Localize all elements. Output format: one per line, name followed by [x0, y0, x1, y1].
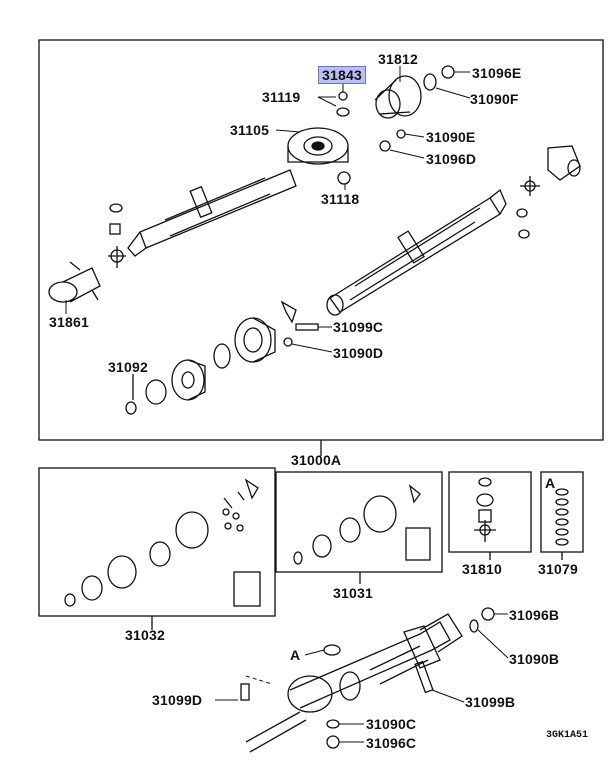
part-label-31810[interactable]: 31810	[462, 561, 502, 577]
snap-ring-right-2	[518, 229, 530, 239]
part-label-31090C[interactable]: 31090C	[366, 716, 417, 732]
bolt-31118	[337, 171, 351, 185]
bearing-cup-left	[109, 223, 121, 235]
boot-clamp	[213, 343, 231, 369]
gasket	[145, 379, 167, 405]
washer-31090C	[326, 719, 340, 729]
part-label-31096D[interactable]: 31096D	[426, 151, 477, 167]
part-label-31031[interactable]: 31031	[333, 585, 373, 601]
kit-31079-contents	[555, 488, 569, 546]
part-label-31861[interactable]: 31861	[49, 314, 89, 330]
leader-lines	[65, 66, 509, 743]
nut-31096E	[441, 65, 455, 79]
part-label-31090F[interactable]: 31090F	[470, 91, 519, 107]
part-label-31812[interactable]: 31812	[378, 51, 418, 67]
washer-31090E	[396, 129, 406, 139]
kit-frame-31031	[275, 471, 443, 573]
bolt-31099B	[414, 660, 434, 694]
spider-right	[520, 176, 540, 196]
part-label-31032[interactable]: 31032	[125, 627, 165, 643]
front-propeller-shaft	[127, 169, 297, 257]
nut-31119	[336, 107, 350, 117]
cv-joint-inner-31092	[171, 359, 206, 401]
spider-hub-left	[110, 249, 124, 263]
part-label-31096C[interactable]: 31096C	[366, 735, 417, 751]
flange-yoke-31812	[374, 75, 422, 119]
part-label-31096B[interactable]: 31096B	[509, 607, 560, 623]
snap-ring-right-1	[516, 208, 528, 218]
part-label-31119[interactable]: 31119	[262, 89, 301, 105]
washer-31090B	[469, 619, 479, 633]
part-label-31843[interactable]: 31843	[318, 66, 366, 84]
nut-31096D	[379, 140, 391, 152]
yoke-right	[547, 145, 581, 181]
figure-code: 3GK1A51	[546, 730, 589, 741]
washer-31843	[338, 91, 348, 101]
part-label-31118[interactable]: 31118	[321, 191, 360, 207]
kit-31032-contents	[64, 478, 261, 607]
part-label-31099C[interactable]: 31099C	[333, 319, 384, 335]
clip-31099	[280, 300, 297, 324]
nut-31096B	[481, 607, 495, 621]
washer-31090D	[283, 337, 293, 347]
ref-marker-A: A	[290, 647, 301, 663]
kit-frame-31032	[38, 467, 276, 617]
center-bearing-31105	[287, 127, 349, 165]
spider-hub-right	[524, 180, 536, 192]
universal-joint-31861	[48, 261, 101, 303]
washer-A	[323, 644, 341, 656]
part-label-31000A[interactable]: 31000A	[291, 452, 342, 468]
snap-ring-31092	[125, 401, 137, 415]
part-label-31090D[interactable]: 31090D	[333, 345, 384, 361]
part-label-31079[interactable]: 31079	[538, 561, 578, 577]
kit-marker-A: A	[545, 475, 556, 491]
kit-31810-contents	[474, 477, 496, 542]
part-label-31096E[interactable]: 31096E	[472, 65, 522, 81]
bolt-31099D	[240, 683, 250, 701]
part-label-31099D[interactable]: 31099D	[152, 692, 203, 708]
part-label-31092[interactable]: 31092	[108, 359, 148, 375]
part-label-31099B[interactable]: 31099B	[465, 694, 516, 710]
part-label-31090B[interactable]: 31090B	[509, 651, 560, 667]
kit-31031-contents	[293, 484, 431, 565]
snap-ring-left-1	[109, 203, 123, 213]
part-label-31105[interactable]: 31105	[230, 122, 270, 138]
part-label-31090E[interactable]: 31090E	[426, 129, 476, 145]
bolt-31099C	[295, 323, 319, 331]
washer-31090F	[423, 73, 437, 91]
cv-joint-outer	[234, 317, 276, 363]
bottom-shaft-assembly	[245, 613, 463, 753]
rear-propeller-shaft	[326, 188, 507, 316]
nut-31096C	[326, 735, 340, 749]
